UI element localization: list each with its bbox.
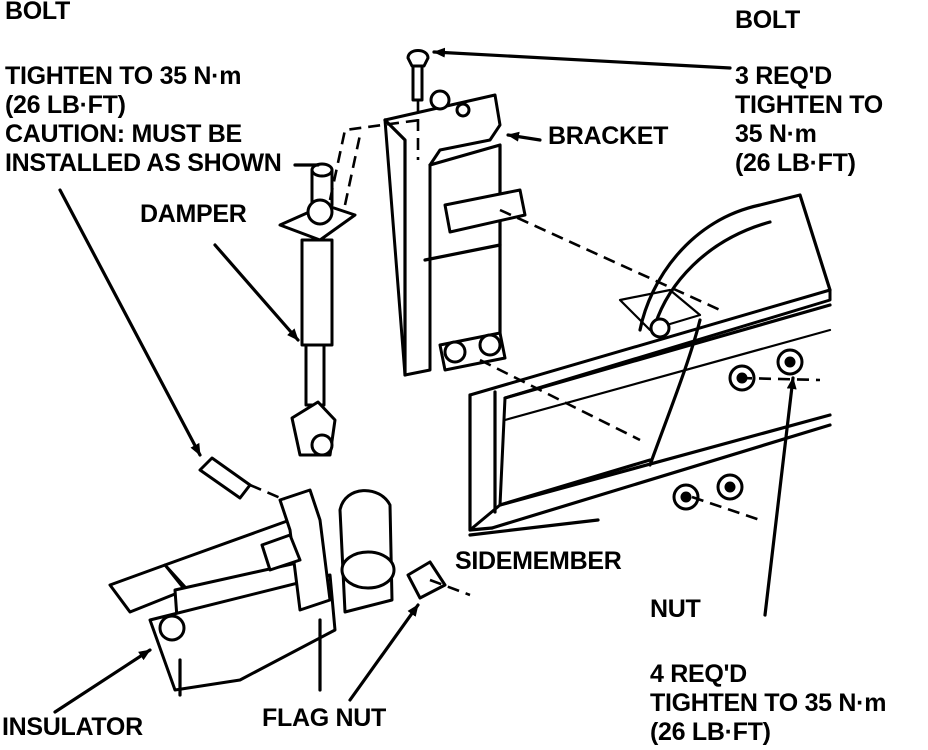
- bolt-left-label: BOLT: [5, 0, 70, 25]
- bolt-left-note-line-1: TIGHTEN TO 35 N·m: [5, 62, 242, 90]
- leader-lines: [53, 47, 797, 714]
- sidemember-label: SIDEMEMBER: [455, 547, 622, 575]
- bolt-left-note: TIGHTEN TO 35 N·m (26 LB·FT) CAUTION: MU…: [5, 62, 282, 178]
- sidemember-frame: [468, 193, 832, 532]
- nut-note-line-2: TIGHTEN TO 35 N·m: [650, 689, 887, 717]
- bracket-label: BRACKET: [548, 122, 669, 150]
- flag-nut-label: FLAG NUT: [262, 704, 386, 732]
- nut-note-line-3: (26 LB·FT): [650, 718, 771, 746]
- assembly-lines: [249, 100, 821, 597]
- bolt-right-note-line-3: 35 N·m: [735, 120, 817, 148]
- flag-nut-part: [406, 560, 447, 600]
- nut-note-line-1: 4 REQ'D: [650, 660, 747, 688]
- bolt-right-note: 3 REQ'D TIGHTEN TO 35 N·m (26 LB·FT): [735, 62, 883, 178]
- bolt-right-note-line-2: TIGHTEN TO: [735, 91, 883, 119]
- nut-label: NUT: [650, 595, 701, 623]
- bolt-right-note-line-4: (26 LB·FT): [735, 149, 856, 177]
- insulator-label: INSULATOR: [2, 713, 143, 741]
- bolt-top-part: [406, 49, 430, 68]
- damper-part: [278, 162, 357, 457]
- insulator-assembly: [108, 488, 396, 697]
- bolt-left-note-line-3: CAUTION: MUST BE: [5, 120, 242, 148]
- damper-label: DAMPER: [140, 200, 247, 228]
- bolt-right-note-line-1: 3 REQ'D: [735, 62, 832, 90]
- nut-note: 4 REQ'D TIGHTEN TO 35 N·m (26 LB·FT): [650, 660, 886, 747]
- bolt-right-label: BOLT: [735, 6, 800, 34]
- bolt-left-part: [198, 456, 252, 500]
- bracket-part: [383, 89, 527, 377]
- bolt-left-note-line-2: (26 LB·FT): [5, 91, 126, 119]
- bolt-left-note-line-4: INSTALLED AS SHOWN: [5, 149, 282, 177]
